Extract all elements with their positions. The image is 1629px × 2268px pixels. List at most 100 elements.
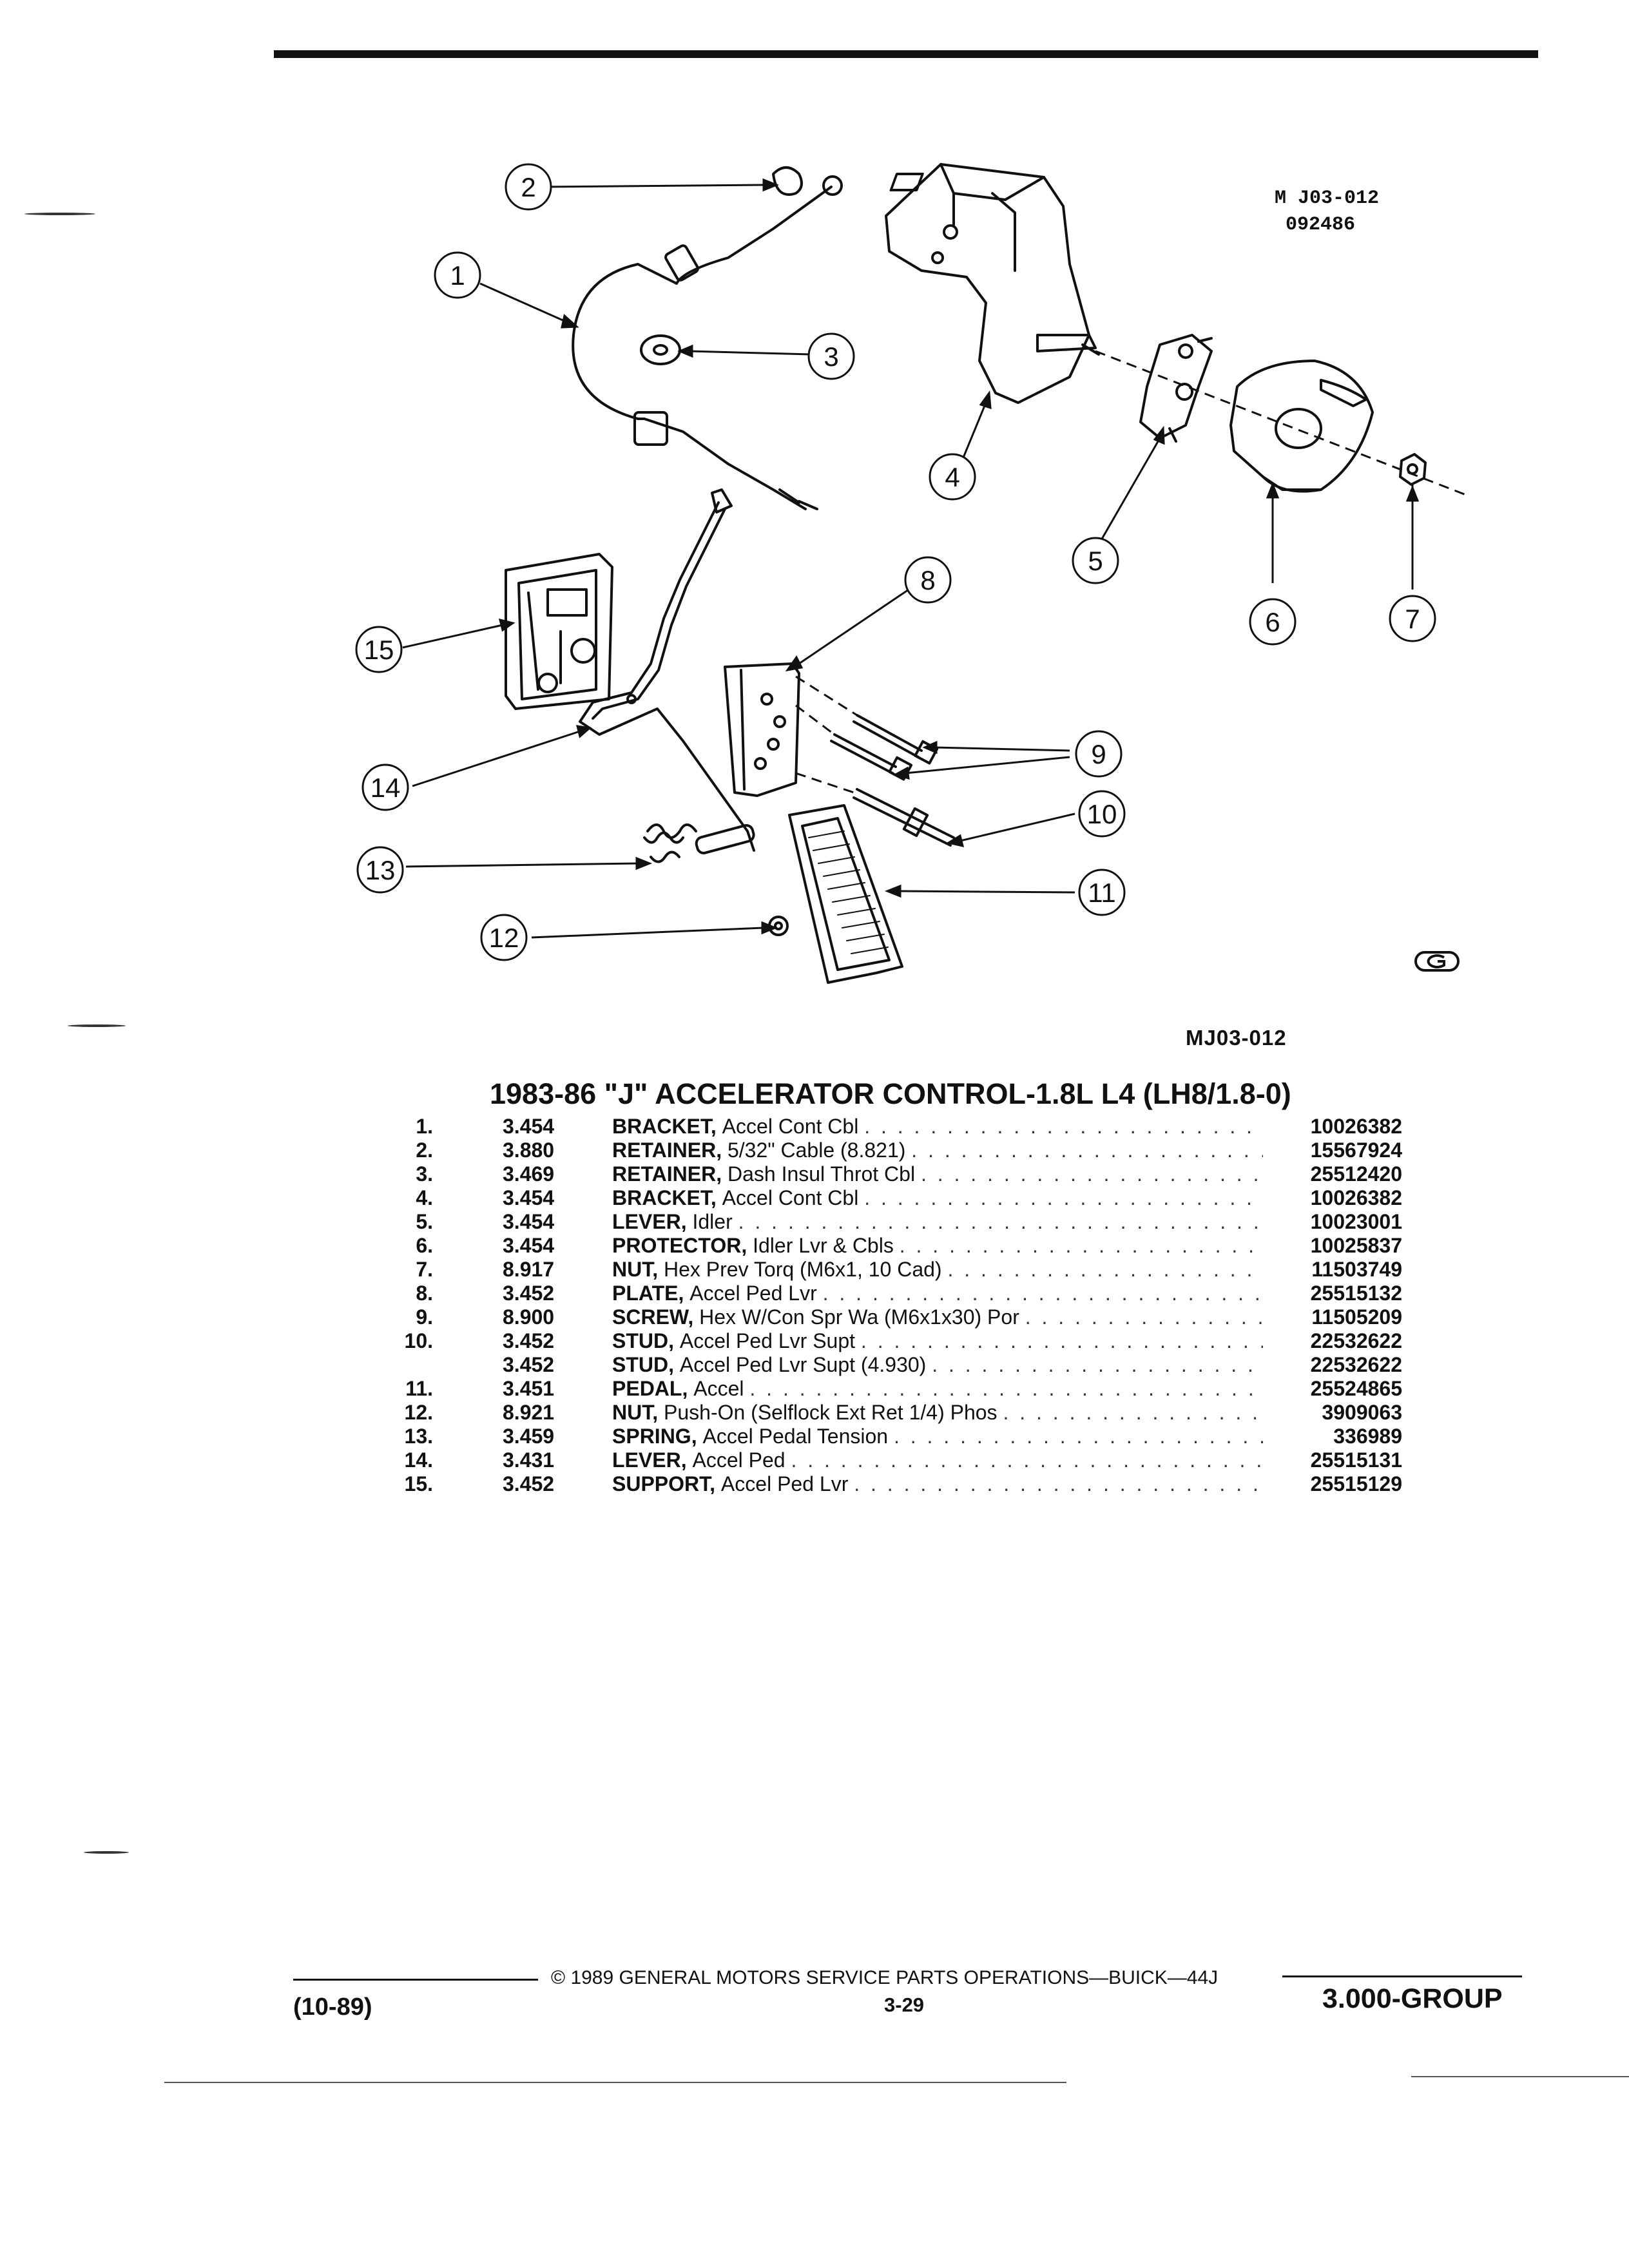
part-detail: Accel Ped Lvr xyxy=(720,1472,849,1495)
item-number: 3. xyxy=(416,1162,433,1186)
part-detail: Accel Cont Cbl xyxy=(722,1186,859,1209)
group-number: 3.000-GROUP xyxy=(1322,1983,1503,2014)
group-code: 3.454 xyxy=(503,1115,555,1138)
page-number: 3-29 xyxy=(884,1994,925,2016)
callout-6: 6 xyxy=(1265,607,1280,637)
part-number: 22532622 xyxy=(1310,1353,1402,1376)
part-name: SUPPORT, xyxy=(612,1472,716,1495)
item-number: 12. xyxy=(404,1401,433,1424)
part-number: 25515131 xyxy=(1310,1448,1402,1472)
leader-dots: . . . . . . . . . . . . . . . . . . . . … xyxy=(864,1186,1263,1209)
diagram-svg: 1 2 3 4 5 6 7 8 9 10 11 12 13 14 15 M J0… xyxy=(355,163,1470,984)
part-description: RETAINER, 5/32" Cable (8.821) . . . . . … xyxy=(612,1139,1263,1162)
part-detail: Accel Cont Cbl xyxy=(722,1115,859,1138)
callout-12: 12 xyxy=(489,923,519,953)
g-logo-icon xyxy=(1414,951,1460,972)
leader-dots: . . . . . . . . . . . . . . . . . . . . … xyxy=(911,1139,1263,1162)
idler-lever-shape xyxy=(1139,334,1213,439)
part-number: 25515132 xyxy=(1310,1282,1402,1305)
callout-15-circle xyxy=(355,626,403,673)
callout-5-circle xyxy=(1072,537,1119,584)
revision-date: (10-89) xyxy=(293,1994,372,2021)
group-code: 3.454 xyxy=(503,1234,555,1257)
leader-dots: . . . . . . . . . . . . . . . . . . . . … xyxy=(864,1115,1263,1138)
part-detail: Idler xyxy=(692,1210,733,1233)
part-number: 25512420 xyxy=(1310,1162,1402,1186)
part-number: 336989 xyxy=(1333,1425,1402,1448)
part-description: PLATE, Accel Ped Lvr . . . . . . . . . .… xyxy=(612,1282,1263,1305)
support-shape xyxy=(505,553,613,710)
part-detail: Hex W/Con Spr Wa (M6x1x30) Por xyxy=(699,1305,1019,1329)
part-description: PEDAL, Accel . . . . . . . . . . . . . .… xyxy=(612,1377,1263,1401)
footer-rule-left xyxy=(293,1979,538,1981)
part-number: 11505209 xyxy=(1311,1305,1402,1329)
part-description: NUT, Hex Prev Torq (M6x1, 10 Cad) . . . … xyxy=(612,1258,1263,1282)
part-detail: Dash Insul Throt Cbl xyxy=(727,1162,916,1186)
callout-4: 4 xyxy=(945,462,959,492)
item-number: 8. xyxy=(416,1282,433,1305)
screw-lower xyxy=(833,733,897,768)
callout-8-circle xyxy=(904,556,952,604)
callout-5: 5 xyxy=(1088,546,1103,576)
part-description: BRACKET, Accel Cont Cbl . . . . . . . . … xyxy=(612,1186,1263,1210)
part-detail: Accel Ped Lvr Supt xyxy=(679,1329,856,1352)
part-description: BRACKET, Accel Cont Cbl . . . . . . . . … xyxy=(612,1115,1263,1139)
accelerator-cable xyxy=(572,186,833,420)
callout-12-circle xyxy=(480,914,528,961)
callout-7: 7 xyxy=(1405,604,1420,634)
table-row: 8. 3.452 PLATE, Accel Ped Lvr . . . . . . … xyxy=(387,1282,1418,1305)
callout-4-circle xyxy=(929,453,976,501)
pedal-shape xyxy=(788,804,903,984)
group-code: 3.452 xyxy=(503,1282,555,1305)
margin-mark-1 xyxy=(24,213,95,215)
dash-retainer-shape xyxy=(640,334,681,365)
part-name: SCREW, xyxy=(612,1305,694,1329)
item-number: 5. xyxy=(416,1210,433,1233)
item-number: 11. xyxy=(405,1377,433,1400)
part-name: BRACKET, xyxy=(612,1115,717,1138)
callout-7-circle xyxy=(1389,595,1436,642)
exploded-parts-diagram: 1 2 3 4 5 6 7 8 9 10 11 12 13 14 15 M J0… xyxy=(0,0,1629,1095)
figure-reference: MJ03-012 xyxy=(1186,1026,1287,1050)
callout-2-circle xyxy=(505,163,552,211)
part-detail: Push-On (Selflock Ext Ret 1/4) Phos xyxy=(664,1401,998,1424)
stud-shape xyxy=(853,788,955,847)
top-rule xyxy=(274,50,1538,58)
part-description: SUPPORT, Accel Ped Lvr . . . . . . . . .… xyxy=(612,1472,1263,1496)
part-name: LEVER, xyxy=(612,1210,687,1233)
leader-dots: . . . . . . . . . . . . . . . . . . . . … xyxy=(854,1472,1263,1495)
part-description: SCREW, Hex W/Con Spr Wa (M6x1x30) Por . … xyxy=(612,1305,1263,1329)
part-name: PROTECTOR, xyxy=(612,1234,747,1257)
leader-dots: . . . . . . . . . . . . . . . . . . . . … xyxy=(899,1234,1263,1257)
leader-dots: . . . . . . . . . . . . . . . . . . . . … xyxy=(947,1258,1263,1281)
plate-shape xyxy=(724,662,800,797)
part-description: RETAINER, Dash Insul Throt Cbl . . . . .… xyxy=(612,1162,1263,1186)
leader-dots: . . . . . . . . . . . . . . . . . . . . … xyxy=(738,1210,1263,1233)
part-detail: Accel Ped Lvr xyxy=(689,1282,817,1305)
part-detail: Accel xyxy=(693,1377,744,1400)
part-number: 22532622 xyxy=(1310,1329,1402,1352)
item-number: 10. xyxy=(404,1329,433,1352)
item-number: 1. xyxy=(416,1115,433,1138)
leader-dots: . . . . . . . . . . . . . . . . . . . . … xyxy=(932,1353,1263,1376)
bracket-shape xyxy=(885,163,1090,404)
callout-9-circle xyxy=(1075,730,1123,778)
group-code: 3.880 xyxy=(503,1139,555,1162)
part-detail: 5/32" Cable (8.821) xyxy=(727,1139,906,1162)
part-name: STUD, xyxy=(612,1353,674,1376)
callout-11: 11 xyxy=(1088,878,1116,908)
group-code: 3.431 xyxy=(503,1448,555,1472)
part-number: 10023001 xyxy=(1310,1210,1402,1233)
group-code: 3.452 xyxy=(503,1472,555,1495)
item-number: 15. xyxy=(404,1472,433,1495)
group-code: 3.459 xyxy=(503,1425,555,1448)
part-detail: Idler Lvr & Cbls xyxy=(753,1234,894,1257)
part-name: RETAINER, xyxy=(612,1139,722,1162)
part-description: STUD, Accel Ped Lvr Supt (4.930) . . . .… xyxy=(612,1353,1263,1377)
part-description: LEVER, Accel Ped . . . . . . . . . . . .… xyxy=(612,1448,1263,1472)
